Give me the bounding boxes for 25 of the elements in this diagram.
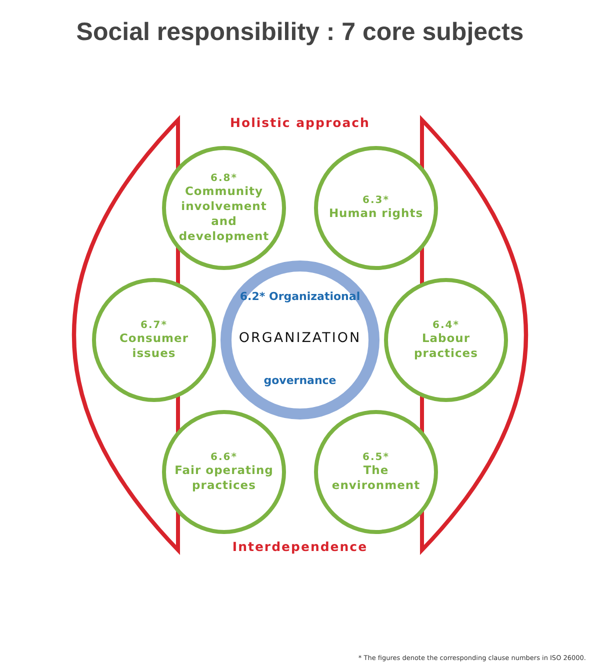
title: Social responsibility : 7 core subjects	[75, 18, 525, 47]
node-text: governance	[262, 374, 338, 387]
clause-number: 6.5*	[362, 452, 390, 462]
label: Interdependence	[232, 539, 368, 554]
circle-node	[162, 146, 286, 270]
clause-number: 6.3*	[362, 195, 390, 206]
clause-number: 6.6*	[210, 452, 238, 462]
node-text: Human rights	[328, 206, 424, 221]
node-text: 6.2* Organizational	[238, 290, 362, 303]
node-text: The environment	[330, 462, 422, 492]
clause-number: 6.8*	[210, 172, 238, 184]
circle-node	[384, 278, 508, 402]
node-text: Fair operating practices	[174, 462, 274, 492]
node-title: ORGANIZATION	[238, 330, 362, 346]
circle-node	[92, 278, 216, 402]
circle-node	[314, 146, 438, 270]
node-text: Community involvement and development	[178, 184, 270, 244]
node-text: Labour practices	[413, 330, 479, 360]
circle-node	[162, 410, 286, 534]
label: Holistic approach	[230, 115, 370, 130]
circle-node	[314, 410, 438, 534]
ring-node	[220, 260, 380, 420]
node-text: Consumer issues	[118, 330, 190, 360]
clause-number: 6.7*	[140, 320, 168, 330]
clause-number: 6.4*	[432, 320, 460, 330]
